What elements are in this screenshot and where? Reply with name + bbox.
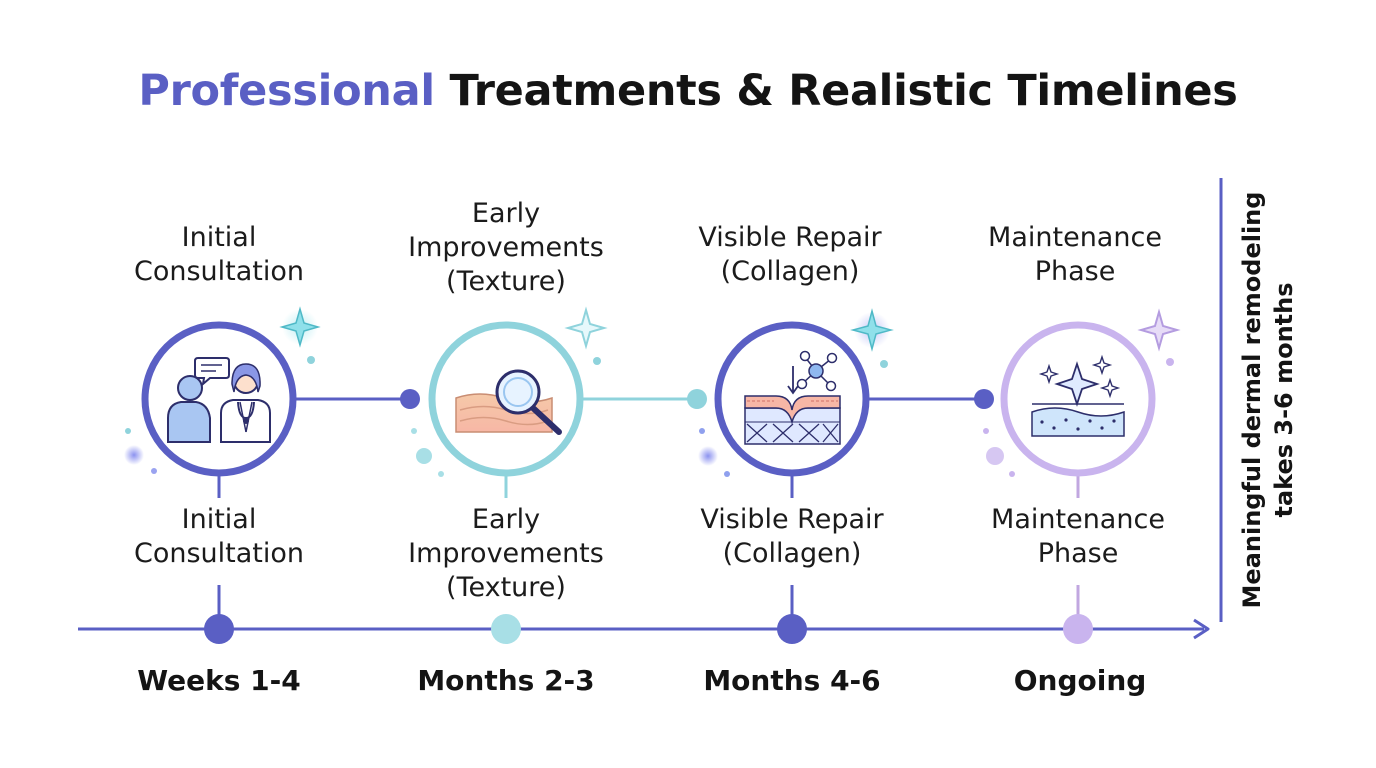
arrow-head bbox=[1193, 618, 1210, 640]
label-line: Consultation bbox=[133, 538, 304, 569]
stage-4-lower-label: Maintenance Phase bbox=[933, 503, 1223, 571]
stage-2-timeframe: Months 2-3 bbox=[417, 664, 595, 697]
label-line: (Texture) bbox=[446, 572, 566, 603]
milestone-dot bbox=[204, 614, 234, 644]
label-line: Consultation bbox=[133, 256, 304, 287]
stage-4-icon-circle bbox=[1000, 321, 1156, 477]
label-line: (Texture) bbox=[446, 266, 566, 297]
connector-lines bbox=[296, 389, 994, 409]
magnifier-skin-texture-icon bbox=[455, 369, 562, 435]
title-rest: Treatments & Realistic Timelines bbox=[434, 66, 1238, 116]
stage-3-upper-label: Visible Repair (Collagen) bbox=[645, 221, 935, 289]
stage-3-lower-label: Visible Repair (Collagen) bbox=[647, 503, 937, 571]
label-line: Phase bbox=[1034, 256, 1116, 287]
label-line: (Collagen) bbox=[720, 256, 860, 287]
connector-dot bbox=[400, 389, 420, 409]
milestone-dot bbox=[777, 614, 807, 644]
connector-dot bbox=[687, 389, 707, 409]
stage-1-timeframe: Weeks 1-4 bbox=[137, 664, 301, 697]
doctor-consultation-icon bbox=[167, 357, 271, 443]
stage-3-timeframe: Months 4-6 bbox=[703, 664, 881, 697]
milestone-dot bbox=[491, 614, 521, 644]
sparkle-icon bbox=[698, 308, 894, 477]
stage-3-icon-circle bbox=[714, 321, 870, 477]
page-title: Professional Treatments & Realistic Time… bbox=[0, 66, 1376, 116]
stage-2-icon-circle bbox=[428, 321, 584, 477]
stage-2-upper-label: Early Improvements (Texture) bbox=[361, 197, 651, 299]
label-line: Early bbox=[471, 504, 541, 535]
collagen-skin-layer-icon bbox=[744, 350, 841, 445]
label-line: (Collagen) bbox=[722, 538, 862, 569]
side-note: Meaningful dermal remodeling takes 3-6 m… bbox=[1236, 170, 1300, 630]
sparkling-skin-icon bbox=[1031, 354, 1125, 437]
sparkle-icon bbox=[983, 308, 1181, 477]
label-line: Phase bbox=[1037, 538, 1119, 569]
label-line: Early bbox=[471, 198, 541, 229]
sparkle-icon bbox=[411, 306, 608, 477]
milestone-dot bbox=[1063, 614, 1093, 644]
stage-4-upper-label: Maintenance Phase bbox=[930, 221, 1220, 289]
label-line: Initial bbox=[181, 222, 257, 253]
label-line: Visible Repair bbox=[698, 222, 882, 253]
stage-2-lower-label: Early Improvements (Texture) bbox=[361, 503, 651, 605]
stage-1-lower-label: Initial Consultation bbox=[74, 503, 364, 571]
sparkle-icon bbox=[124, 306, 321, 474]
label-line: Improvements bbox=[408, 538, 604, 569]
stage-1-upper-label: Initial Consultation bbox=[74, 221, 364, 289]
stems bbox=[217, 476, 1080, 615]
label-line: Visible Repair bbox=[700, 504, 884, 535]
label-line: Maintenance bbox=[991, 504, 1165, 535]
connector-dot bbox=[974, 389, 994, 409]
label-line: Initial bbox=[181, 504, 257, 535]
timeline-axis bbox=[78, 614, 1210, 644]
side-note-line: takes 3-6 months bbox=[1270, 282, 1298, 518]
label-line: Improvements bbox=[408, 232, 604, 263]
title-accent: Professional bbox=[138, 66, 435, 116]
side-note-line: Meaningful dermal remodeling bbox=[1238, 191, 1266, 609]
stage-1-icon-circle bbox=[141, 321, 297, 477]
label-line: Maintenance bbox=[988, 222, 1162, 253]
stage-4-timeframe: Ongoing bbox=[1013, 664, 1147, 697]
